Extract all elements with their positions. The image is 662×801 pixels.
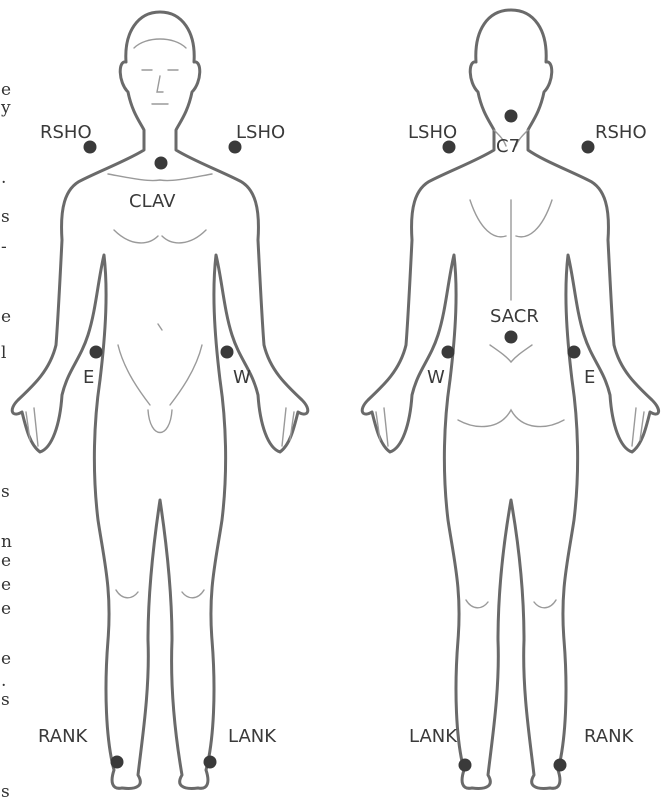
margin-char: s	[1, 482, 10, 502]
marker-e-back	[568, 346, 581, 359]
label-rank-back: RANK	[584, 726, 635, 747]
margin-char: e	[1, 551, 11, 571]
margin-char: e	[1, 575, 11, 595]
label-clav: CLAV	[129, 191, 176, 212]
margin-char: s	[1, 690, 10, 710]
label-lsho-back: LSHO	[408, 122, 457, 143]
marker-lank-back	[459, 759, 472, 772]
label-rank-front: RANK	[38, 726, 89, 747]
marker-rsho-back	[582, 141, 595, 154]
margin-char: -	[1, 237, 7, 257]
label-lank-front: LANK	[228, 726, 277, 747]
label-w-back: W	[427, 367, 445, 388]
marker-e-front	[90, 346, 103, 359]
label-sacr: SACR	[490, 306, 539, 327]
label-c7: C7	[496, 136, 520, 157]
margin-char: e	[1, 80, 11, 100]
margin-char: y	[0, 98, 11, 118]
label-w-front: W	[233, 367, 251, 388]
margin-char: n	[1, 532, 12, 552]
margin-char: e	[1, 599, 11, 619]
margin-char: e	[1, 649, 11, 669]
label-e-back: E	[584, 367, 595, 388]
marker-w-front	[221, 346, 234, 359]
margin-char: s	[1, 782, 10, 801]
marker-w-back	[442, 346, 455, 359]
margin-char: l	[1, 343, 6, 363]
marker-rank-front	[111, 756, 124, 769]
marker-clav	[155, 157, 168, 170]
label-rsho-front: RSHO	[40, 122, 92, 143]
label-e-front: E	[83, 367, 94, 388]
left-margin-text: e y . s - e l s n e e e e . s s	[0, 80, 12, 801]
label-lank-back: LANK	[409, 726, 458, 747]
marker-sacr	[505, 331, 518, 344]
margin-char: e	[1, 307, 11, 327]
marker-rank-back	[554, 759, 567, 772]
margin-char: .	[1, 168, 6, 188]
marker-lank-front	[204, 756, 217, 769]
margin-char: s	[1, 207, 10, 227]
marker-c7	[505, 110, 518, 123]
label-rsho-back: RSHO	[595, 122, 647, 143]
margin-char: .	[1, 671, 6, 691]
label-lsho-front: LSHO	[236, 122, 285, 143]
